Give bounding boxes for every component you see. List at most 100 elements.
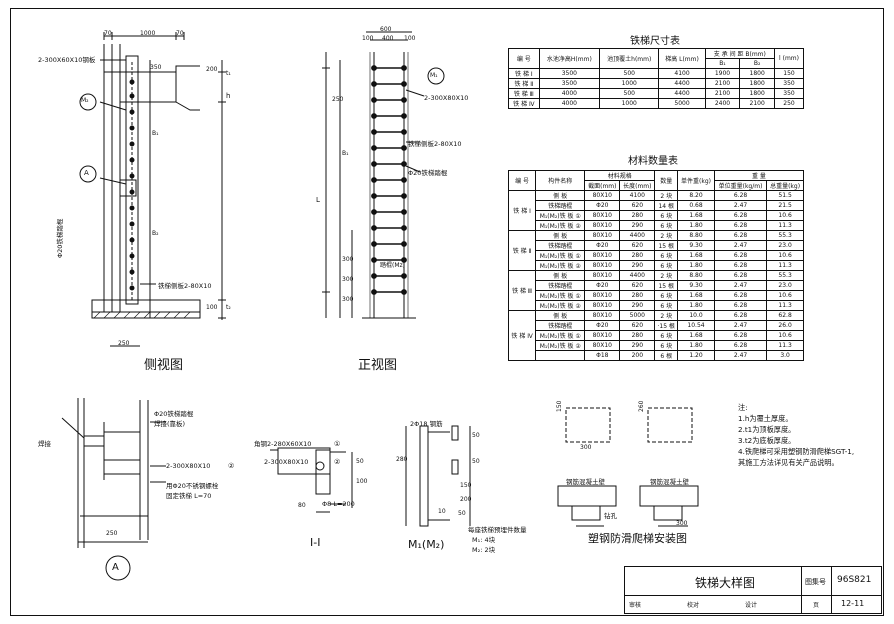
cell: 80X10 xyxy=(584,340,621,351)
cell: Φ18 xyxy=(584,350,621,361)
size-th-b1: B₁ xyxy=(704,58,741,69)
cell: M₁(M₂)铁 板 ② xyxy=(535,260,586,271)
side-dim-350: 350 xyxy=(150,64,162,71)
cell: 5000 xyxy=(619,310,656,321)
side-m2-mark: M₂ xyxy=(81,97,89,104)
cell: 6.28 xyxy=(713,270,768,281)
install-dim-260: 260 xyxy=(638,400,645,412)
m-part-caption: 每座铁梯预埋件数量 xyxy=(468,526,527,534)
cell: M₁(M₂)铁 板 ② xyxy=(535,300,586,311)
cell: 铁 梯 Ⅲ xyxy=(508,88,540,99)
section-dim-50: 50 xyxy=(356,458,364,465)
front-b1-label: B₁ xyxy=(342,150,349,157)
cell: 铁 梯 Ⅳ xyxy=(508,98,540,109)
cell: 500 xyxy=(599,68,660,79)
mat-th-qty: 数量 xyxy=(654,170,679,191)
side-a-mark: A xyxy=(84,169,89,177)
side-dim-200: 200 xyxy=(206,66,218,73)
tb-atlas-label: 图集号 xyxy=(805,578,826,586)
cell: 80X10 xyxy=(584,210,621,221)
cell: 铁 梯 Ⅰ xyxy=(508,68,540,79)
cell: 62.8 xyxy=(766,310,804,321)
cell: 1000 xyxy=(599,98,660,109)
detail-a-bolt: 用Φ20不锈钢螺栓 xyxy=(166,482,219,490)
cell: 6.28 xyxy=(713,230,768,241)
cell: M₁(M₂)铁 板 ① xyxy=(535,330,586,341)
tb-atlas-no: 96S821 xyxy=(837,575,872,585)
detail-a-weld2: 焊接 xyxy=(38,440,51,448)
cell: 2 块 xyxy=(654,270,679,281)
cell: 0.68 xyxy=(677,200,715,211)
cell: 6 块 xyxy=(654,250,679,261)
side-flat-plate-label: 2-300X60X10钢板 xyxy=(38,56,96,64)
detail-a-circle-label: A xyxy=(112,562,119,573)
cell: 290 xyxy=(619,300,656,311)
cell: 4400 xyxy=(658,88,706,99)
cell: 1.20 xyxy=(677,350,715,361)
cell: 6 块 xyxy=(654,260,679,271)
front-side-plate-label: 铁梯侧板2-80X10 xyxy=(408,140,462,148)
m-part-m1: M₁: 4块 xyxy=(472,536,496,544)
cell: 6.28 xyxy=(713,300,768,311)
cell: 9.30 xyxy=(677,240,715,251)
cell: 80X10 xyxy=(584,300,621,311)
cell: 500 xyxy=(599,88,660,99)
group-name: 铁 梯 Ⅲ xyxy=(507,270,537,311)
cell: 6 块 xyxy=(654,210,679,221)
cell: 2.47 xyxy=(713,320,768,331)
cell: 4400 xyxy=(658,78,706,89)
cell: 10.6 xyxy=(766,250,804,261)
cell: 2.47 xyxy=(713,240,768,251)
side-h-label: h xyxy=(226,92,231,100)
cell: 250 xyxy=(774,98,804,109)
m-part-rebar: 2Φ18 钢筋 xyxy=(410,420,443,428)
cell: 15 根 xyxy=(654,280,679,291)
m-part-dim-10: 10 xyxy=(438,508,446,515)
cell: 80X10 xyxy=(584,260,621,271)
side-b1-label: B₁ xyxy=(152,130,159,137)
cell: M₁(M₂)铁 板 ② xyxy=(535,220,586,231)
mat-th-unit: 单件重(kg) xyxy=(677,170,715,191)
cell: 6.28 xyxy=(713,190,768,201)
m-part-dim-50a: 50 xyxy=(472,432,480,439)
section-mark2: ② xyxy=(334,458,341,466)
detail-a-weld1: 焊接(靠板) xyxy=(154,420,186,428)
tb-page-no: 12-11 xyxy=(841,599,865,608)
cell: 6 块 xyxy=(654,340,679,351)
mat-th-name: 构件名称 xyxy=(535,170,586,191)
cell: 51.5 xyxy=(766,190,804,201)
cell: M₁(M₂)铁 板 ① xyxy=(535,290,586,301)
cell: 6 块 xyxy=(654,330,679,341)
cell xyxy=(535,350,586,361)
size-th-id: 编 号 xyxy=(508,48,540,69)
cell: 9.30 xyxy=(677,280,715,291)
m-part-dim-200: 200 xyxy=(460,496,472,503)
mat-th-weight: 重 量 xyxy=(713,170,805,181)
cell: 4000 xyxy=(538,98,601,109)
side-dim-1000: 1000 xyxy=(140,30,156,37)
front-dim-300b: 300 xyxy=(342,276,354,283)
material-table-title: 材料数量表 xyxy=(628,156,678,167)
m-part-dim-50c: 50 xyxy=(458,510,466,517)
side-bottom-dim: 250 xyxy=(118,340,130,347)
cell: 15 根 xyxy=(654,240,679,251)
cell: 6.28 xyxy=(713,250,768,261)
cell: 8.20 xyxy=(677,190,715,201)
install-left-label: 钢筋混凝土壁 xyxy=(566,478,605,486)
front-dim-300c: 300 xyxy=(342,296,354,303)
mat-th-unitw: 单位重量(kg/m) xyxy=(713,180,768,191)
cell: 26.0 xyxy=(766,320,804,331)
cell: 2.47 xyxy=(713,350,768,361)
cell: 10.6 xyxy=(766,210,804,221)
cell: 2100 xyxy=(739,98,776,109)
cell: 80X10 xyxy=(584,250,621,261)
